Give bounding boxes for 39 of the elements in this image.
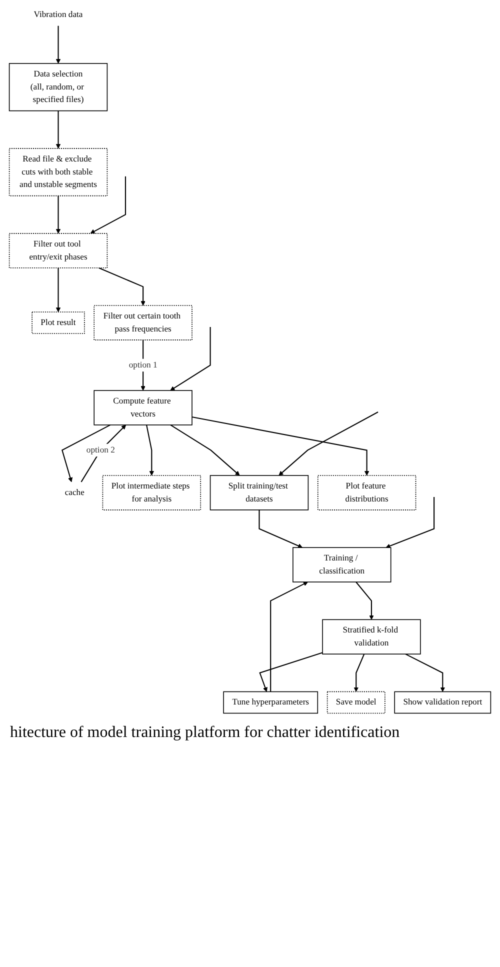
arrow xyxy=(56,196,61,234)
node-box: Filter out tool entry/exit phases xyxy=(8,233,108,268)
arrow xyxy=(192,416,370,476)
arrow xyxy=(56,110,61,149)
arrow xyxy=(259,652,323,692)
edge-label: option 2 xyxy=(86,445,115,455)
node-box: Show validation report xyxy=(394,691,492,714)
node-box: Compute feature vectors xyxy=(94,390,192,426)
arrow xyxy=(354,654,365,692)
node-box: Training / classification xyxy=(292,547,392,582)
arrow xyxy=(170,327,211,391)
node-box: Plot result xyxy=(32,312,85,334)
node-box: Save model xyxy=(326,691,386,714)
arrow xyxy=(405,654,446,692)
arrow xyxy=(56,26,61,64)
arrow xyxy=(270,582,308,692)
arrow xyxy=(170,424,240,476)
arrow xyxy=(90,176,126,234)
node-box: Stratified k-fold validation xyxy=(322,619,421,654)
node-box: Plot feature distributions xyxy=(317,475,416,510)
arrow xyxy=(56,268,61,312)
arrow xyxy=(386,497,435,548)
caption: hitecture of model training platform for chatter identification xyxy=(10,724,401,742)
arrow xyxy=(356,582,374,620)
node-box: Tune hyperparameters xyxy=(223,691,318,714)
node-box: Filter out certain tooth pass frequencies xyxy=(94,305,192,340)
node-box: Read file & exclude cuts with both stable and unstable segments xyxy=(8,148,108,196)
node-box: Split training/test datasets xyxy=(210,475,309,510)
arrow xyxy=(98,267,146,306)
arrow xyxy=(62,424,111,482)
node-text: Vibration data xyxy=(34,10,83,20)
node-box: Data selection (all, random, or specified files) xyxy=(8,63,108,112)
node-text: cache xyxy=(64,488,84,497)
arrow xyxy=(146,424,154,476)
edge-label: option 1 xyxy=(128,360,158,370)
node-box: Plot intermediate steps for analysis xyxy=(102,475,202,510)
arrow xyxy=(258,510,303,548)
arrow xyxy=(80,424,126,482)
arrow xyxy=(278,412,378,476)
